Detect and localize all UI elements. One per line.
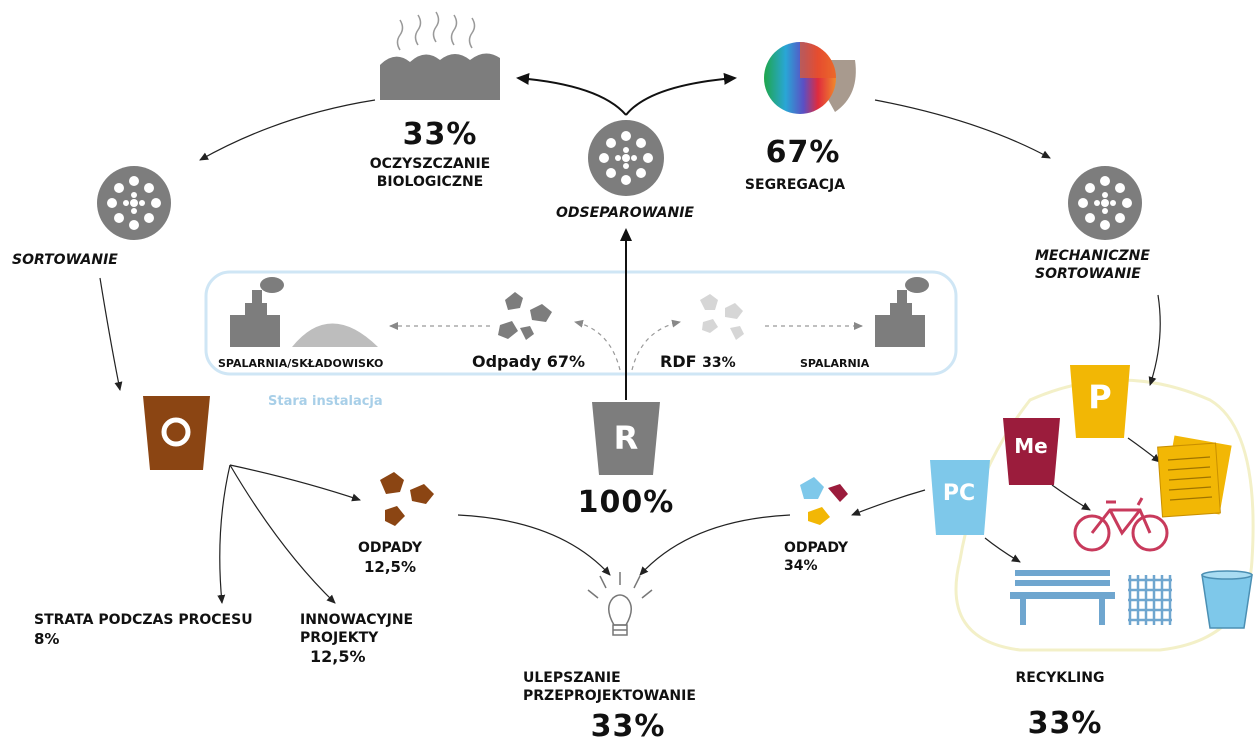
old-plant-frame bbox=[204, 270, 958, 376]
waste-right-percent: 34% bbox=[784, 557, 818, 574]
arrow-to-sortowanie bbox=[199, 99, 376, 161]
landfill-mound-icon bbox=[292, 323, 378, 347]
paper-sheets-icon bbox=[1157, 435, 1232, 518]
bin-me-letter: Me bbox=[1014, 434, 1048, 458]
factory-icon bbox=[875, 277, 929, 347]
arrow-waste-right-to-bulb bbox=[639, 514, 791, 576]
waste-pile-icon bbox=[800, 477, 848, 525]
bin-pc-letter: PC bbox=[942, 481, 976, 506]
biological-treatment-line1: OCZYSZCZANIE bbox=[369, 156, 491, 172]
arrow-o-to-waste bbox=[229, 464, 361, 502]
compost-heap-icon bbox=[380, 11, 500, 100]
waste-right-label: ODPADY 34% bbox=[784, 540, 848, 575]
process-loss-label: STRATA PODCZAS PROCESU 8% bbox=[34, 612, 253, 648]
mechanical-sorting-line1: MECHANICZNE bbox=[1035, 248, 1150, 264]
bin-r-letter: R bbox=[613, 419, 639, 457]
center-percent: 100% bbox=[577, 485, 675, 520]
waste-pile-icon bbox=[380, 472, 434, 526]
bin-icon bbox=[930, 460, 990, 535]
arrow-pc-to-bench bbox=[984, 537, 1021, 563]
innovation-percent: 12,5% bbox=[310, 647, 366, 666]
arrow-to-mechaniczne bbox=[874, 99, 1051, 159]
waste-67-label: Odpady 67% bbox=[472, 352, 586, 371]
waste-left-label: ODPADY 12,5% bbox=[350, 540, 430, 576]
arrow-o-to-innovation bbox=[229, 464, 336, 604]
innovation-line2: PROJEKTY bbox=[300, 629, 379, 646]
mechanical-sorting-label: MECHANICZNE SORTOWANIE bbox=[1035, 248, 1150, 283]
innovation-line1: INNOWACYJNE bbox=[300, 612, 414, 628]
color-wheel-icon bbox=[764, 42, 856, 114]
biological-treatment-line2: BIOLOGICZNE bbox=[376, 173, 484, 190]
arrow-to-segregacja bbox=[625, 72, 737, 116]
bin-p-letter: P bbox=[1088, 378, 1112, 416]
arrow-sortowanie-to-o bbox=[99, 277, 123, 391]
recycling-percent: 33% bbox=[1027, 706, 1103, 741]
mechanical-sorting-line2: SORTOWANIE bbox=[1035, 265, 1141, 282]
bin-icon bbox=[1070, 365, 1130, 438]
arrow-o-to-loss bbox=[217, 464, 231, 604]
bicycle-icon bbox=[1073, 497, 1169, 552]
process-loss-percent: 8% bbox=[34, 629, 60, 648]
bin-icon bbox=[1003, 418, 1060, 485]
waste-left-text: ODPADY bbox=[357, 540, 423, 556]
arrow-waste-to-bulb bbox=[457, 514, 611, 576]
waste-right-text: ODPADY bbox=[784, 540, 849, 556]
arrow-pc-to-waste bbox=[851, 489, 926, 516]
improvement-label: ULEPSZANIE PRZEPROJEKTOWANIE bbox=[523, 670, 696, 705]
segregation-label: SEGREGACJA bbox=[744, 177, 846, 193]
arrow-to-oczyszczanie bbox=[516, 72, 627, 116]
innovation-label: INNOWACYJNE PROJEKTY 12,5% bbox=[300, 612, 413, 667]
waste-pile-icon bbox=[700, 294, 744, 340]
improvement-line2: PRZEPROJEKTOWANIE bbox=[523, 687, 696, 704]
rdf-text: RDF bbox=[660, 352, 697, 371]
bin-icon bbox=[143, 396, 210, 470]
separator-disc-icon bbox=[97, 166, 171, 240]
improvement-percent: 33% bbox=[590, 709, 666, 744]
incinerator-landfill-label: SPALARNIA/SKŁADOWISKO bbox=[218, 357, 384, 370]
light-bulb-icon bbox=[587, 572, 653, 636]
arrow-r-to-rdf bbox=[631, 319, 681, 371]
arrow-p-to-paper bbox=[1127, 437, 1161, 463]
arrow-me-to-bike bbox=[1051, 484, 1091, 511]
biological-treatment-percent: 33% bbox=[402, 117, 478, 152]
incinerator-label: SPALARNIA bbox=[800, 357, 870, 370]
mesh-grid-icon bbox=[1128, 575, 1172, 625]
recycling-label: RECYKLING bbox=[1015, 670, 1105, 686]
separator-disc-icon bbox=[1068, 166, 1142, 240]
bin-icon bbox=[592, 402, 660, 475]
separation-label: ODSEPAROWANIE bbox=[556, 205, 694, 221]
improvement-line1: ULEPSZANIE bbox=[523, 670, 621, 686]
process-loss-text: STRATA PODCZAS PROCESU bbox=[34, 612, 253, 628]
segregation-percent: 67% bbox=[765, 135, 841, 170]
biological-treatment-label: OCZYSZCZANIE BIOLOGICZNE bbox=[340, 156, 520, 191]
cup-icon bbox=[1201, 570, 1253, 629]
arrow-mechaniczne-to-p bbox=[1148, 294, 1161, 386]
waste-left-percent: 12,5% bbox=[363, 557, 417, 576]
sorting-label: SORTOWANIE bbox=[12, 252, 118, 268]
factory-icon bbox=[230, 277, 284, 347]
bench-icon bbox=[1010, 570, 1115, 625]
waste-pile-icon bbox=[498, 292, 552, 340]
separator-disc-icon bbox=[588, 120, 664, 196]
old-plant-caption: Stara instalacja bbox=[268, 394, 383, 409]
rdf-label: RDF 33% bbox=[660, 352, 736, 373]
rdf-percent: 33% bbox=[702, 355, 736, 371]
